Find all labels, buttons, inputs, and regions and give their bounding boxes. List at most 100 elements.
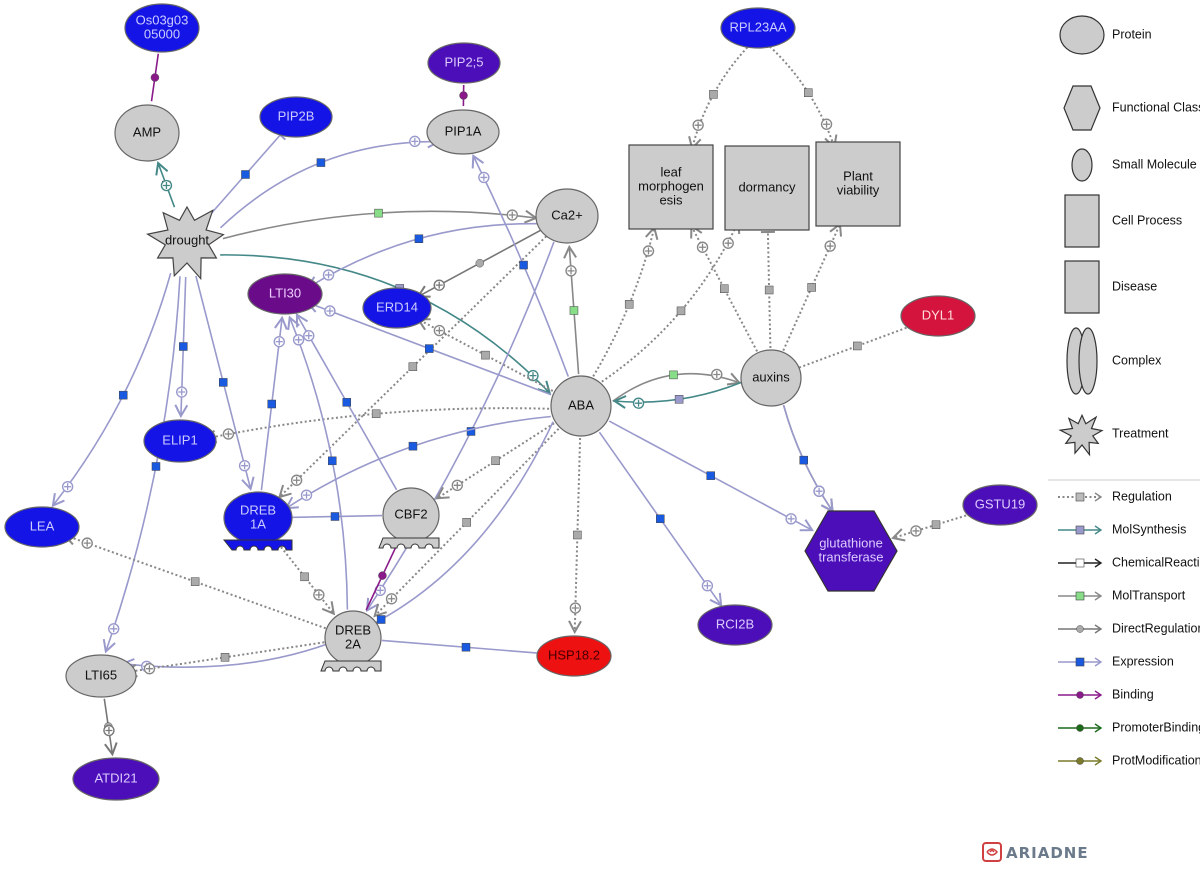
legend-edge-directregulation: DirectRegulation bbox=[1058, 621, 1200, 635]
edge-marker bbox=[425, 344, 434, 353]
node-aba[interactable]: ABA bbox=[550, 375, 612, 437]
edge-drought-to-pip1a bbox=[219, 134, 441, 229]
legend-label: Protein bbox=[1112, 27, 1152, 41]
legend-label: MolSynthesis bbox=[1112, 522, 1186, 536]
node-ca2[interactable]: Ca2+ bbox=[535, 188, 599, 244]
edge-marker bbox=[519, 260, 528, 270]
legend-edge-expression: Expression bbox=[1058, 654, 1174, 668]
node-label: auxins bbox=[752, 369, 790, 384]
legend-item-disease: Disease bbox=[1064, 260, 1157, 314]
legend-edge-arrowhead bbox=[1094, 624, 1103, 634]
edge-marker bbox=[150, 73, 160, 82]
node-label: Ca2+ bbox=[551, 207, 582, 222]
edge-effect-sign bbox=[703, 582, 711, 590]
edge-pip2-5-to-pip1a bbox=[459, 84, 468, 107]
edge-ca2-to-erd14 bbox=[416, 229, 542, 298]
node-rci2b[interactable]: RCI2B bbox=[697, 604, 773, 646]
edge-effect-sign bbox=[435, 327, 443, 335]
node-label: 2A bbox=[345, 636, 361, 651]
edge-os03g0305000-to-amp bbox=[150, 53, 160, 102]
legend-item-treatment: Treatment bbox=[1058, 413, 1169, 457]
node-shape bbox=[427, 42, 501, 84]
legend-edge-arrowhead bbox=[1094, 558, 1103, 568]
edge-aba-to-rci2b bbox=[598, 431, 723, 608]
edge-effect-sign bbox=[699, 243, 707, 251]
edge-marker bbox=[179, 342, 188, 351]
node-shape bbox=[72, 757, 160, 801]
edge-marker bbox=[764, 285, 774, 295]
legend-edge-moltransport: MolTransport bbox=[1058, 588, 1186, 602]
node-pip1a[interactable]: PIP1A bbox=[426, 109, 500, 155]
node-pip2-5[interactable]: PIP2;5 bbox=[427, 42, 501, 84]
legend-edge-marker bbox=[1075, 558, 1085, 568]
edge-effect-sign bbox=[162, 182, 170, 190]
node-shape bbox=[143, 419, 217, 463]
node-shape bbox=[536, 635, 612, 677]
legend-edge-arrowhead bbox=[1094, 756, 1103, 766]
edge-drought-to-dreb1a bbox=[195, 275, 255, 491]
edge-marker bbox=[674, 395, 684, 404]
edge-effect-sign bbox=[241, 462, 249, 470]
edge-aba-to-erd14 bbox=[416, 318, 554, 392]
legend-complex-icon bbox=[1078, 327, 1098, 395]
edge-effect-sign bbox=[435, 281, 443, 289]
edge-effect-sign bbox=[105, 727, 113, 735]
node-label: ERD14 bbox=[376, 299, 418, 314]
edge-aba-to-cbf2 bbox=[435, 422, 555, 500]
node-gstu19[interactable]: GSTU19 bbox=[962, 484, 1038, 526]
edge-marker bbox=[371, 409, 381, 419]
node-lti30[interactable]: LTI30 bbox=[247, 273, 323, 315]
node-label: Plant bbox=[843, 168, 873, 183]
legend-edge-marker bbox=[1075, 657, 1085, 667]
complex-base bbox=[378, 537, 440, 549]
edge-marker bbox=[462, 518, 471, 527]
node-drought[interactable]: drought bbox=[145, 205, 225, 281]
edge-arrowhead bbox=[102, 638, 116, 654]
node-label: GSTU19 bbox=[975, 496, 1026, 511]
node-erd14[interactable]: ERD14 bbox=[362, 287, 432, 329]
edge-aba-to-pip1a bbox=[471, 154, 570, 377]
node-shape bbox=[720, 7, 796, 49]
node-auxins[interactable]: auxins bbox=[740, 349, 802, 407]
edge-aba-to-ca2 bbox=[563, 244, 580, 375]
legend-edge-marker bbox=[1076, 757, 1084, 765]
legend-rect-icon bbox=[1064, 260, 1100, 314]
edge-effect-sign bbox=[275, 338, 283, 346]
node-cbf2[interactable]: CBF2 bbox=[378, 487, 440, 549]
node-hsp18-2[interactable]: HSP18.2 bbox=[536, 635, 612, 677]
node-label: CBF2 bbox=[394, 506, 427, 521]
node-lea[interactable]: LEA bbox=[4, 506, 80, 548]
legend-label: ChemicalReaction bbox=[1112, 555, 1200, 569]
node-label: HSP18.2 bbox=[548, 647, 600, 662]
node-dormancy[interactable]: dormancy bbox=[724, 145, 810, 231]
node-atdi21[interactable]: ATDI21 bbox=[72, 757, 160, 801]
edge-drought-to-amp bbox=[155, 161, 176, 208]
node-label: dormancy bbox=[738, 179, 796, 194]
node-amp[interactable]: AMP bbox=[114, 104, 180, 162]
edge-arrowhead bbox=[891, 528, 906, 542]
edge-marker bbox=[328, 456, 337, 466]
node-label: morphogen bbox=[638, 178, 704, 193]
node-shape bbox=[962, 484, 1038, 526]
node-pip2b[interactable]: PIP2B bbox=[259, 96, 333, 138]
edge-marker bbox=[414, 234, 424, 243]
node-rpl23aa[interactable]: RPL23AA bbox=[720, 7, 796, 49]
node-label: DYL1 bbox=[922, 307, 955, 322]
node-lti65[interactable]: LTI65 bbox=[65, 654, 137, 698]
edge-marker bbox=[573, 530, 582, 540]
edge-cbf2-to-lti30 bbox=[295, 312, 398, 491]
ariadne-brand-text: ARIADNE bbox=[1006, 844, 1089, 862]
edge-rpl23aa-to-leaf-morphogenesis bbox=[688, 46, 749, 151]
node-dyl1[interactable]: DYL1 bbox=[900, 295, 976, 337]
edge-marker bbox=[676, 306, 686, 316]
legend-edge-promoterbinding: PromoterBinding bbox=[1058, 720, 1200, 734]
node-elip1[interactable]: ELIP1 bbox=[143, 419, 217, 463]
edge-effect-sign bbox=[145, 665, 153, 673]
